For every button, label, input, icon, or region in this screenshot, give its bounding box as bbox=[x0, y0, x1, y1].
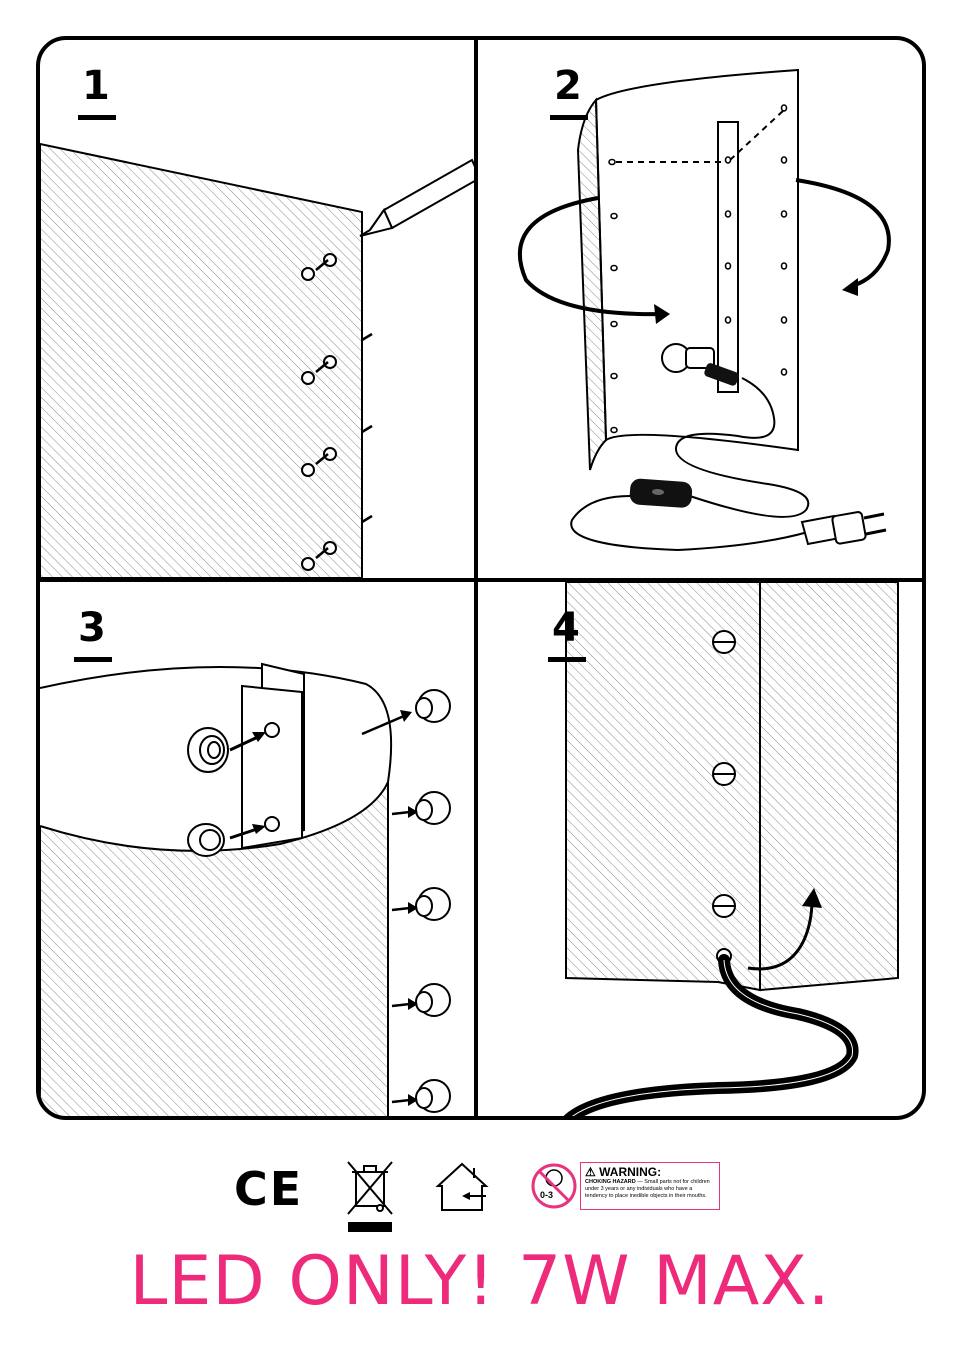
ce-mark-icon: CE bbox=[234, 1162, 304, 1216]
screw-icon bbox=[415, 689, 451, 1113]
step-2-panel: 2 bbox=[478, 40, 922, 578]
warning-triangle-icon: ⚠ bbox=[585, 1165, 596, 1179]
step-3-illustration bbox=[40, 662, 451, 1116]
step-4-illustration bbox=[563, 582, 899, 1116]
step-1-panel: 1 bbox=[40, 40, 474, 578]
warning-label: ⚠ WARNING: CHOKING HAZARD — Small parts … bbox=[580, 1162, 720, 1210]
age-label: 0-3 bbox=[540, 1190, 554, 1200]
pencil-icon bbox=[359, 158, 474, 237]
warning-title: ⚠ WARNING: bbox=[585, 1165, 662, 1179]
compliance-symbols: CE 0-3 ⚠ WARNING: CHOKI bbox=[230, 1160, 730, 1240]
step-3-panel: 3 bbox=[40, 582, 474, 1116]
step-4-panel: 4 bbox=[478, 582, 922, 1116]
step-number-1: 1 bbox=[78, 63, 116, 120]
warning-text: CHOKING HAZARD — Small parts not for chi… bbox=[585, 1179, 710, 1199]
choking-hazard-icon bbox=[530, 1162, 578, 1215]
led-warning-text: LED ONLY! 7W MAX. bbox=[129, 1242, 831, 1321]
step-1-illustration bbox=[40, 142, 474, 578]
step-2-illustration bbox=[517, 68, 891, 552]
step-number-3: 3 bbox=[74, 605, 112, 662]
plug-icon bbox=[800, 511, 887, 546]
grommet-icon bbox=[187, 727, 229, 857]
instruction-sheet: 1 bbox=[36, 36, 926, 1120]
step-number-2: 2 bbox=[550, 63, 588, 120]
weee-crossed-bin-icon bbox=[342, 1160, 398, 1241]
divider-horizontal bbox=[40, 578, 922, 582]
bulb-socket-icon bbox=[661, 343, 739, 386]
indoor-use-house-icon bbox=[432, 1160, 492, 1219]
step-number-4: 4 bbox=[548, 605, 586, 662]
